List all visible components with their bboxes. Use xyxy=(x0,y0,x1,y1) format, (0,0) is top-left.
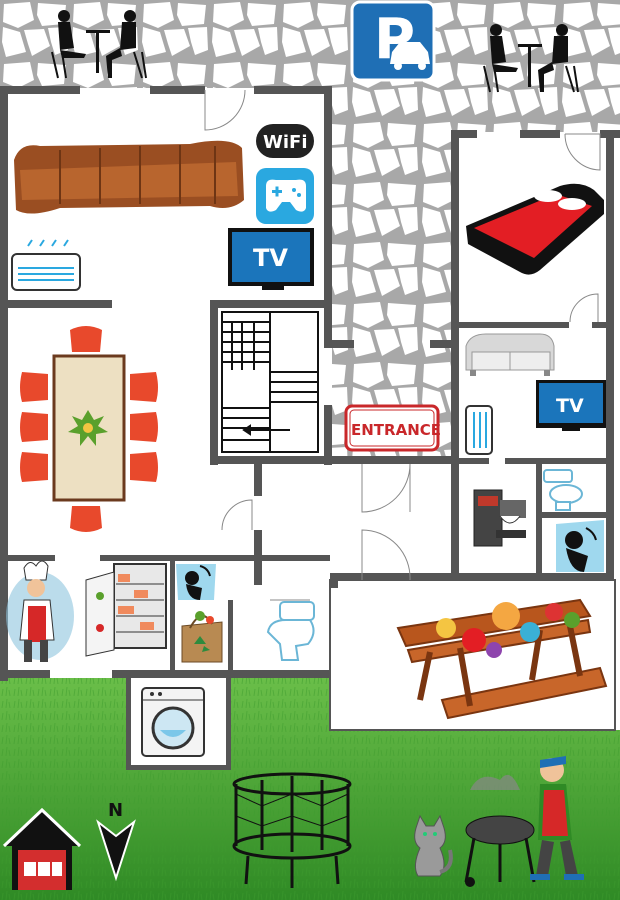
dining-table-icon xyxy=(20,326,158,532)
couch-icon xyxy=(465,333,555,376)
shower-icon xyxy=(176,564,216,600)
fridge-icon xyxy=(85,563,167,657)
cafe-couple-icon xyxy=(483,24,579,93)
toilet-icon xyxy=(266,601,315,661)
recycle-bag-icon xyxy=(181,611,223,663)
compass-north-label: N xyxy=(108,800,123,821)
staircase-icon xyxy=(221,311,319,453)
bed-icon xyxy=(466,183,604,275)
washing-machine-icon xyxy=(141,687,205,757)
shower-icon xyxy=(556,520,604,572)
cat-icon xyxy=(414,814,453,877)
air-conditioner-icon xyxy=(11,239,81,291)
parking-icon: P xyxy=(350,0,436,82)
doors xyxy=(204,89,601,601)
house-icon xyxy=(2,807,82,890)
air-conditioner-icon xyxy=(465,405,493,455)
wifi-icon: WiFi xyxy=(256,124,314,158)
compass-icon: N xyxy=(96,800,136,882)
tv-icon: TV xyxy=(228,228,314,290)
entrance-sign: ENTRANCE xyxy=(344,404,441,452)
cafe-couple-icon xyxy=(51,10,147,79)
entrance-label: ENTRANCE xyxy=(351,421,441,439)
picnic-table-icon xyxy=(396,598,608,720)
tv-bedroom-label: TV xyxy=(556,395,584,417)
walls xyxy=(0,86,620,770)
gamepad-icon xyxy=(256,168,314,224)
barbecue-man-icon xyxy=(464,756,584,887)
coffee-machine-icon xyxy=(473,489,526,547)
sofa-icon xyxy=(14,140,244,214)
tv-living-label: TV xyxy=(253,244,288,272)
wifi-label: WiFi xyxy=(263,132,308,153)
trampoline-icon xyxy=(232,772,352,888)
chef-icon xyxy=(6,560,74,662)
tv-icon: TV xyxy=(536,380,606,431)
entrance-hall xyxy=(255,460,455,580)
toilet-icon xyxy=(543,469,583,511)
